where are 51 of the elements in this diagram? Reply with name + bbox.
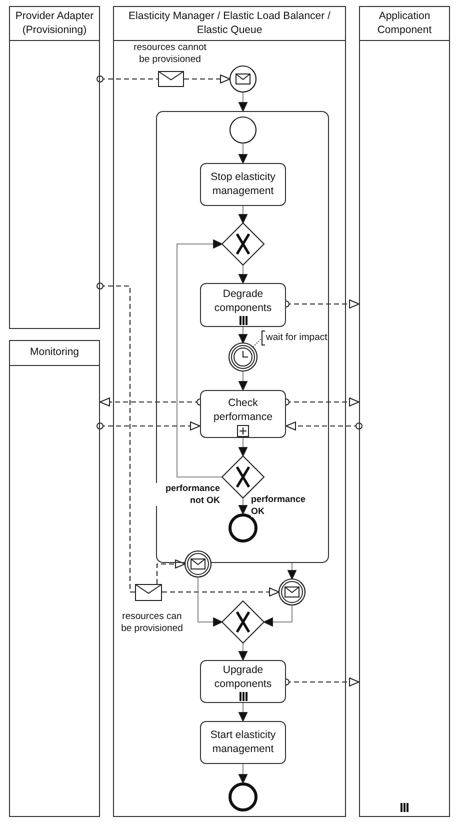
task-label: Degrade components (213, 288, 273, 316)
message-start-event (227, 63, 259, 95)
pool-header: Provider Adapter (Provisioning) (10, 7, 99, 41)
exclusive-gateway (221, 222, 265, 266)
task-label: Check performance (212, 396, 274, 424)
pool-header: Application Component (360, 7, 449, 41)
start-event (227, 114, 259, 146)
task-box (200, 163, 286, 206)
task-label: Stop elasticity management (210, 170, 276, 198)
pool-header: Monitoring (10, 341, 99, 366)
sequence-flow (238, 642, 248, 660)
message-intermediate-event (182, 548, 214, 580)
pool (113, 6, 346, 817)
message-flow (286, 422, 362, 430)
task-box (200, 721, 286, 764)
message-flow (162, 588, 280, 596)
sequence-flow (238, 498, 248, 514)
sequence-flow (264, 604, 292, 626)
exclusive-gateway (221, 600, 265, 644)
task-label: Start elasticity management (209, 728, 277, 756)
sequence-flow (238, 764, 248, 784)
sequence-flow (176, 240, 222, 478)
sequence-flow (288, 562, 296, 580)
annotation-text: wait for impact (266, 331, 328, 345)
timer-event (226, 340, 260, 374)
sequence-flow (238, 92, 248, 112)
task-box (200, 283, 286, 327)
message-flow (96, 76, 158, 82)
task-box (200, 390, 286, 438)
pool-header: Elasticity Manager / Elastic Load Balancer / Elastic Queue (114, 7, 345, 41)
sequence-flow (238, 702, 248, 722)
task-label: Upgrade components (213, 664, 273, 692)
end-event (226, 780, 260, 814)
message-flow (96, 422, 200, 430)
sequence-flow (198, 576, 222, 626)
message-flow (156, 560, 186, 584)
message-intermediate-event (276, 576, 308, 608)
pool (359, 6, 450, 817)
sequence-flow (238, 438, 248, 456)
sequence-flow (238, 142, 248, 164)
pool (9, 340, 100, 817)
pool (9, 6, 100, 329)
sequence-flow (238, 206, 248, 224)
sequence-flow (238, 370, 248, 390)
message-label: resources can be provisioned (120, 611, 184, 636)
task-box (200, 660, 286, 703)
message-flow (96, 282, 135, 593)
sequence-flow (238, 326, 248, 344)
message-label: resources cannot be provisioned (132, 42, 208, 67)
message-flow (184, 74, 230, 84)
sequence-flow (238, 264, 248, 284)
